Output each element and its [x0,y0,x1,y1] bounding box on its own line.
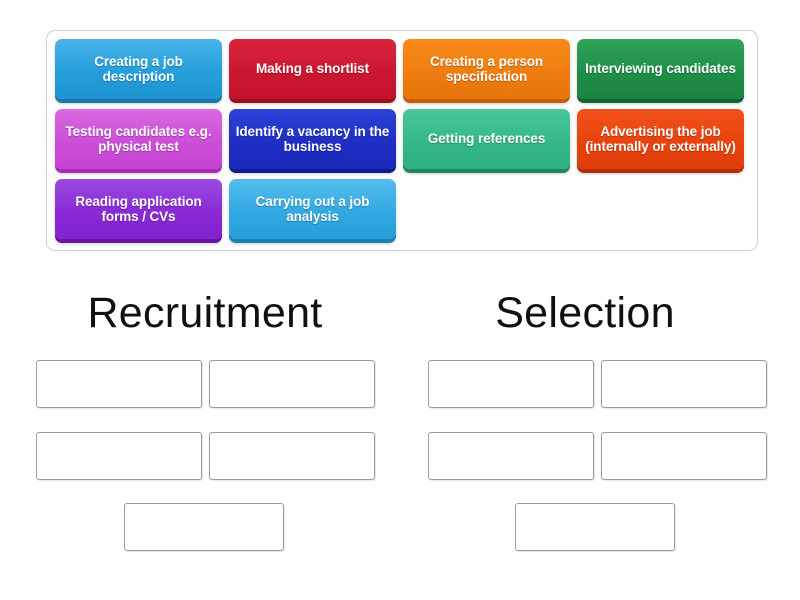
category-heading-selection: Selection [495,289,675,337]
dropzone-selection-1[interactable] [428,360,594,408]
dropzone-selection-2[interactable] [601,360,767,408]
draggable-tile-creating-a-job-description[interactable]: Creating a job description [55,39,222,99]
draggable-tile-reading-application-forms[interactable]: Reading application forms / CVs [55,179,222,239]
tile-label: Testing candidates e.g. physical test [65,123,212,154]
draggable-tile-identify-a-vacancy[interactable]: Identify a vacancy in the business [229,109,396,169]
tile-pool: Creating a job description Making a shor… [46,30,758,251]
tile-label: Carrying out a job analysis [255,193,370,224]
dropzone-selection-5[interactable] [515,503,675,551]
draggable-tile-interviewing-candidates[interactable]: Interviewing candidates [577,39,744,99]
tile-label: Interviewing candidates [585,61,736,77]
draggable-tile-getting-references[interactable]: Getting references [403,109,570,169]
tile-label: Creating a job description [94,53,183,84]
tile-label: Getting references [427,131,546,147]
draggable-tile-carrying-out-a-job-analysis[interactable]: Carrying out a job analysis [229,179,396,239]
dropzone-selection-4[interactable] [601,432,767,480]
tile-label: Creating a person specification [429,53,544,84]
tile-row: Testing candidates e.g. physical test Id… [55,109,757,177]
draggable-tile-testing-candidates[interactable]: Testing candidates e.g. physical test [55,109,222,169]
dropzone-recruitment-4[interactable] [209,432,375,480]
draggable-tile-making-a-shortlist[interactable]: Making a shortlist [229,39,396,99]
dropzone-selection-3[interactable] [428,432,594,480]
tile-label: Making a shortlist [256,61,369,77]
dropzone-recruitment-3[interactable] [36,432,202,480]
dropzone-recruitment-2[interactable] [209,360,375,408]
tile-row: Creating a job description Making a shor… [55,39,757,107]
tile-label: Reading application forms / CVs [75,193,202,224]
dropzone-recruitment-5[interactable] [124,503,284,551]
tile-row: Reading application forms / CVs Carrying… [55,179,757,247]
dropzone-recruitment-1[interactable] [36,360,202,408]
category-heading-recruitment: Recruitment [87,289,323,337]
tile-label: Advertising the job (internally or exter… [585,123,736,154]
draggable-tile-creating-a-person-specification[interactable]: Creating a person specification [403,39,570,99]
draggable-tile-advertising-the-job[interactable]: Advertising the job (internally or exter… [577,109,744,169]
tile-label: Identify a vacancy in the business [235,123,390,154]
